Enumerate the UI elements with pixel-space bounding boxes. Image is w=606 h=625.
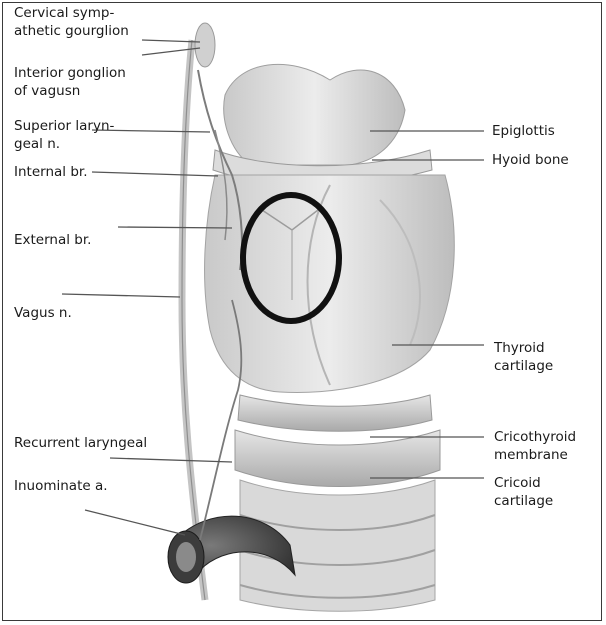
label-cervical-sympathetic-ganglion: Cervical symp- athetic gourglion [14, 4, 129, 40]
label-internal-branch: Internal br. [14, 163, 88, 181]
leader-internal [92, 172, 218, 176]
epiglottis-shape [224, 64, 405, 165]
label-external-branch: External br. [14, 231, 91, 249]
label-vagus-nerve: Vagus n. [14, 304, 72, 322]
label-innominate-artery: Inuominate a. [14, 477, 108, 495]
leader-vagus [62, 294, 180, 297]
leader-recurrent [110, 458, 232, 462]
cricothyroid-band [238, 395, 432, 431]
label-thyroid-cartilage: Thyroid cartilage [494, 339, 553, 375]
label-inferior-ganglion-vagus: Interior gonglion of vagusn [14, 64, 126, 100]
label-superior-laryngeal-nerve: Superior laryn- geal n. [14, 117, 114, 153]
label-recurrent-laryngeal: Recurrent laryngeal [14, 434, 147, 452]
label-epiglottis: Epiglottis [492, 122, 555, 140]
label-hyoid-bone: Hyoid bone [492, 151, 569, 169]
label-cricothyroid-membrane: Cricothyroid membrane [494, 428, 576, 464]
leader-innominate [85, 510, 185, 535]
label-cricoid-cartilage: Cricoid cartilage [494, 474, 553, 510]
ganglion [195, 23, 215, 67]
